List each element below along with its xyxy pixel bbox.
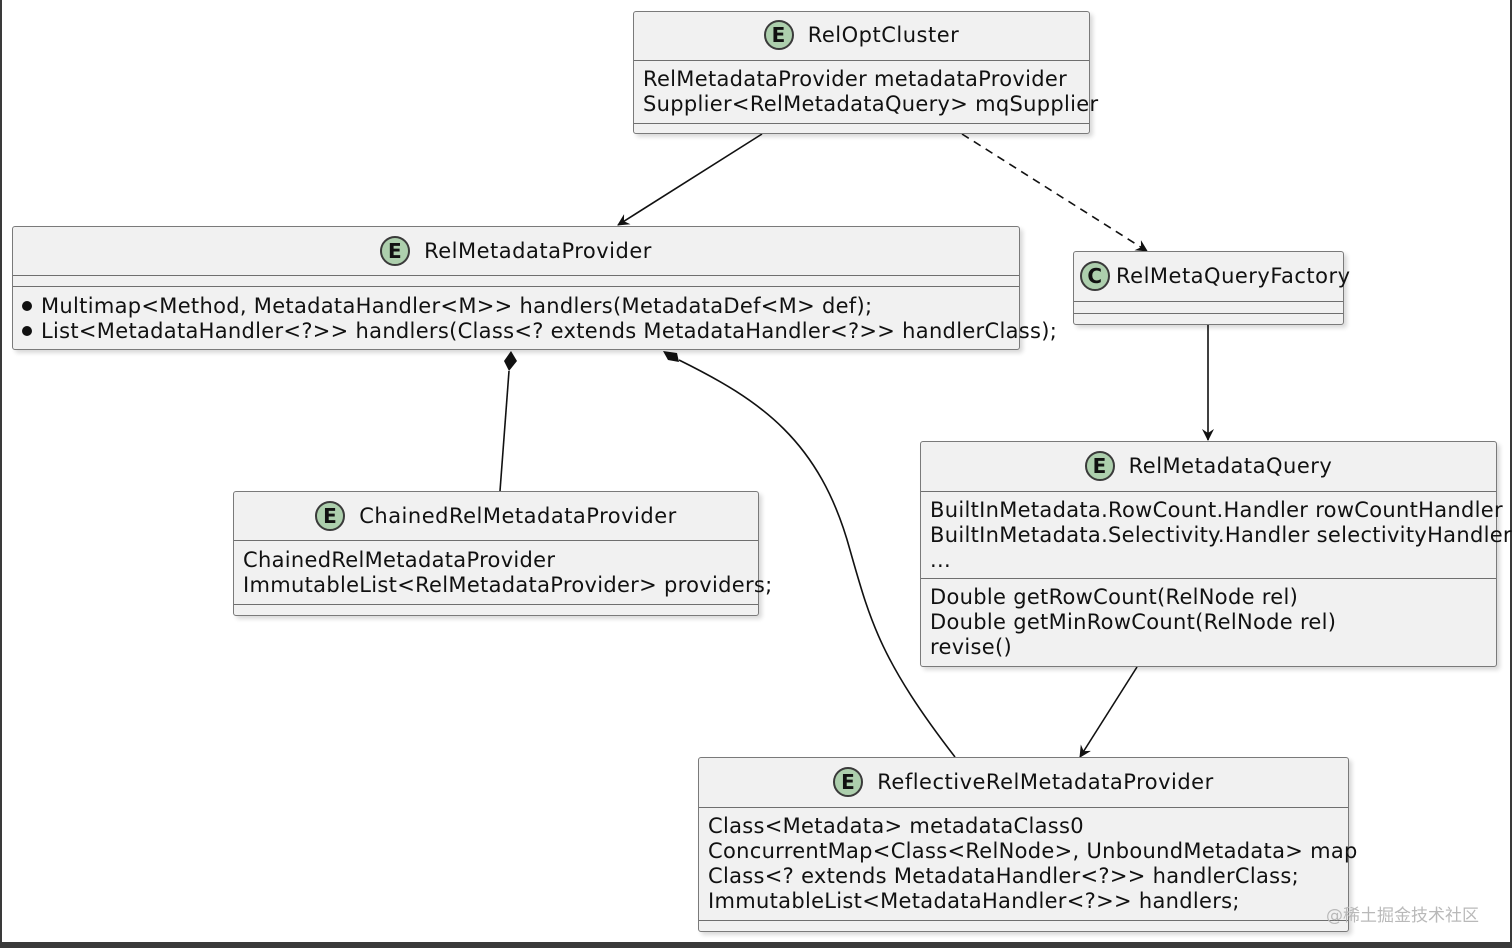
field: BuiltInMetadata.Selectivity.Handler sele… (930, 523, 1512, 547)
entity-badge-icon: E (380, 235, 411, 266)
class-name: RelMetadataQuery (1128, 454, 1333, 478)
field: Class<? extends MetadataHandler<?>> hand… (708, 864, 1300, 888)
method: Multimap<Method, MetadataHandler<M>> han… (22, 294, 872, 319)
class-header: C RelMetaQueryFactory (1074, 252, 1350, 300)
class-header: E RelMetadataQuery (921, 442, 1496, 490)
field: ChainedRelMetadataProvider (243, 548, 556, 572)
watermark: @稀土掘金技术社区 (1326, 906, 1479, 926)
class-header: E ReflectiveRelMetadataProvider (699, 758, 1348, 806)
edge-cluster-to-queryfactory (961, 133, 1148, 252)
field: ImmutableList<RelMetadataProvider> provi… (243, 573, 773, 597)
bullet-icon (22, 301, 32, 311)
divider (921, 491, 1496, 492)
class-badge-icon: C (1080, 261, 1110, 291)
entity-badge-icon: E (1084, 451, 1115, 481)
divider (234, 540, 758, 541)
entity-badge-icon: E (763, 20, 794, 50)
field: RelMetadataProvider metadataProvider (643, 67, 1068, 91)
divider (234, 604, 758, 605)
divider (634, 123, 1089, 124)
field: ImmutableList<MetadataHandler<?>> handle… (708, 889, 1240, 913)
entity-badge-icon: E (315, 500, 346, 531)
class-name: ChainedRelMetadataProvider (359, 503, 677, 528)
class-relopt-cluster: E RelOptCluster RelMetadataProvider meta… (633, 11, 1098, 134)
divider (1074, 301, 1343, 302)
entity-badge-icon: E (833, 767, 864, 797)
divider (921, 578, 1496, 579)
class-name: RelMetadataProvider (424, 238, 652, 263)
class-header: E ChainedRelMetadataProvider (234, 492, 758, 539)
divider (699, 920, 1348, 921)
divider (634, 60, 1089, 61)
divider (13, 275, 1019, 276)
class-name: RelOptCluster (807, 23, 960, 47)
bullet-icon (22, 326, 32, 336)
method: Double getRowCount(RelNode rel) (930, 585, 1299, 609)
field: ... (930, 548, 951, 572)
edge-cluster-to-provider (617, 133, 763, 226)
edge-reflective-composition (678, 359, 956, 758)
class-name: RelMetaQueryFactory (1116, 264, 1351, 288)
edge-chained-composition (499, 370, 510, 492)
field: ConcurrentMap<Class<RelNode>, UnboundMet… (708, 839, 1358, 863)
method: Double getMinRowCount(RelNode rel) (930, 610, 1337, 634)
field: Class<Metadata> metadataClass0 (708, 814, 1084, 838)
edge-query-to-reflective (1079, 666, 1138, 758)
composition-diamond-chained (504, 351, 517, 371)
class-rel-metadata-query: E RelMetadataQuery BuiltInMetadata.RowCo… (920, 441, 1512, 667)
class-rel-meta-query-factory: C RelMetaQueryFactory (1073, 251, 1350, 325)
divider (1074, 313, 1343, 314)
class-header: E RelOptCluster (634, 12, 1089, 58)
divider (13, 286, 1019, 287)
field: Supplier<RelMetadataQuery> mqSupplier (643, 92, 1099, 116)
class-header: E RelMetadataProvider (13, 227, 1019, 274)
composition-diamond-reflective (663, 351, 679, 362)
class-reflective-rel-metadata-provider: E ReflectiveRelMetadataProvider Class<Me… (698, 757, 1357, 932)
method: List<MetadataHandler<?>> handlers(Class<… (22, 319, 1057, 344)
divider (699, 807, 1348, 808)
class-chained-rel-metadata-provider: E ChainedRelMetadataProvider ChainedRelM… (233, 491, 772, 616)
field: BuiltInMetadata.RowCount.Handler rowCoun… (930, 498, 1503, 522)
class-rel-metadata-provider: E RelMetadataProvider Multimap<Method, M… (12, 226, 1057, 350)
method: revise() (930, 635, 1013, 659)
class-name: ReflectiveRelMetadataProvider (877, 770, 1214, 794)
